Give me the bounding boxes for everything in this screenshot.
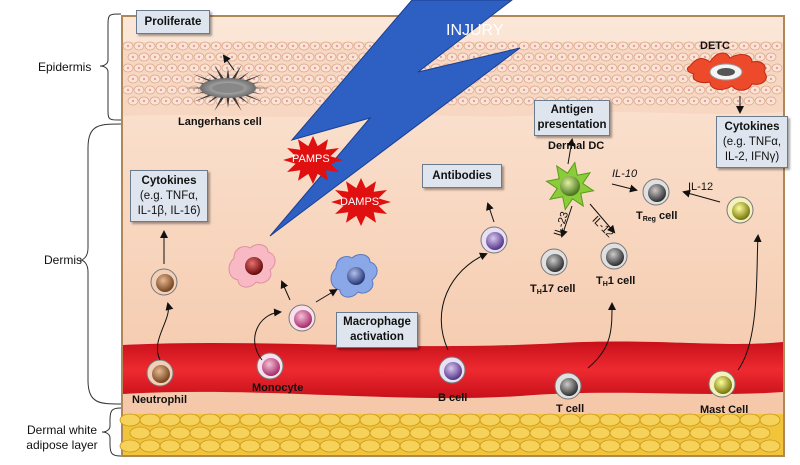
- cytokines-right-box: Cytokines (e.g. TNFα, IL-2, IFNγ): [716, 116, 788, 168]
- monocyte-label: Monocyte: [252, 382, 304, 394]
- cytokines-left-line3: IL-1β, IL-16): [137, 205, 201, 217]
- arrow-il12-treg: [682, 189, 721, 203]
- antigen-presentation-box: Antigen presentation: [534, 100, 610, 136]
- antibodies-box: Antibodies: [422, 164, 502, 188]
- flow-arrows: [156, 54, 762, 371]
- damps-burst: [331, 178, 391, 226]
- t-cell: [554, 372, 582, 400]
- th17-label: TH17 cell: [530, 283, 575, 296]
- t-cell-label: T cell: [556, 403, 585, 415]
- detc-label: DETC: [700, 40, 730, 52]
- cytokines-right-line3: IL-2, IFNγ): [724, 151, 780, 163]
- treg-rest: cell: [655, 210, 678, 222]
- b-cell-label: B cell: [438, 392, 468, 404]
- th1-main: T: [596, 275, 603, 287]
- treg-sub: Reg: [642, 216, 656, 223]
- injury-label: INJURY: [446, 22, 504, 39]
- arrow-monocyte-up: [254, 308, 282, 361]
- arrow-il12-th1: [589, 203, 616, 234]
- treg-main: T: [636, 210, 643, 222]
- macrophage-line1: Macrophage: [343, 316, 411, 328]
- th17-cell: [540, 248, 568, 276]
- epidermis-bracket: [99, 13, 122, 121]
- mast-cell-migrated: [726, 196, 754, 224]
- il12-treg-label: IL-12: [688, 181, 714, 193]
- dermis-bracket: [79, 123, 122, 405]
- antigen-line1: Antigen: [550, 104, 594, 116]
- injury-bolt: [269, 0, 521, 237]
- b-cell: [438, 356, 466, 384]
- dermal-dc-label: Dermal DC: [548, 140, 605, 152]
- il10-label: IL-10: [612, 168, 638, 180]
- th1-rest: 1 cell: [607, 275, 636, 287]
- arrow-tcell-up: [587, 302, 616, 369]
- monocyte-migrated-cell: [288, 304, 316, 332]
- dermis-label: Dermis: [44, 253, 82, 267]
- th17-rest: 17 cell: [541, 283, 576, 295]
- mast-cell: [708, 370, 736, 398]
- pamps-label: PAMPS: [292, 153, 330, 165]
- treg-label: TReg cell: [636, 210, 677, 223]
- proliferate-text: Proliferate: [144, 16, 202, 28]
- macrophage-activation-box: Macrophage activation: [336, 312, 418, 348]
- arrow-mast-up: [737, 234, 762, 371]
- arrow-to-macrophage-pink: [280, 280, 291, 301]
- antigen-line2: presentation: [537, 119, 607, 131]
- cytokines-left-line2: (e.g. TNFα,: [139, 190, 199, 202]
- macrophage-line2: activation: [350, 331, 404, 343]
- proliferate-box: Proliferate: [136, 10, 210, 34]
- neutrophil-cell: [146, 359, 174, 387]
- cytokines-left-box: Cytokines (e.g. TNFα, IL-1β, IL-16): [130, 170, 208, 222]
- treg-cell: [642, 178, 670, 206]
- adipose-bracket: [101, 407, 122, 457]
- cytokines-right-line2: (e.g. TNFα,: [722, 136, 782, 148]
- th17-sub: H: [536, 289, 542, 296]
- cytokines-left-line1: Cytokines: [141, 175, 197, 187]
- neutrophil-migrated-cell: [150, 268, 178, 296]
- epidermis-label: Epidermis: [38, 60, 92, 74]
- arrow-to-macrophage-blue: [315, 288, 338, 303]
- adipose-label-line1: Dermal white: [26, 423, 98, 437]
- langerhans-cell: [184, 65, 272, 111]
- damps-label: DAMPS: [340, 196, 380, 208]
- arrow-il10: [611, 183, 638, 193]
- monocyte-cell: [256, 352, 284, 380]
- macrophage-pink: [228, 244, 276, 288]
- adipose-label-line2: adipose layer: [26, 438, 98, 452]
- b-cell-migrated: [480, 226, 508, 254]
- arrow-langerhans-proliferate: [222, 54, 235, 71]
- dermal-dc-cell: [545, 161, 595, 211]
- th1-cell: [600, 242, 628, 270]
- pamps-burst: [283, 136, 343, 184]
- arrow-to-antibodies: [486, 202, 495, 223]
- detc-cell: [686, 52, 767, 91]
- macrophage-blue: [330, 254, 378, 298]
- th17-main: T: [530, 283, 537, 295]
- neutrophil-label: Neutrophil: [132, 394, 187, 406]
- arrow-neutrophil-up: [156, 302, 174, 361]
- th1-sub: H: [602, 281, 608, 288]
- adipose-layer: [119, 413, 783, 455]
- antibodies-text: Antibodies: [432, 170, 492, 182]
- cytokines-right-line1: Cytokines: [724, 121, 780, 133]
- mast-cell-label: Mast Cell: [700, 404, 749, 416]
- langerhans-label: Langerhans cell: [178, 116, 262, 128]
- arrow-dc-antigen: [567, 138, 575, 165]
- arrow-il23: [560, 205, 573, 238]
- arrow-bcell-up: [440, 252, 488, 351]
- th1-label: TH1 cell: [596, 275, 635, 288]
